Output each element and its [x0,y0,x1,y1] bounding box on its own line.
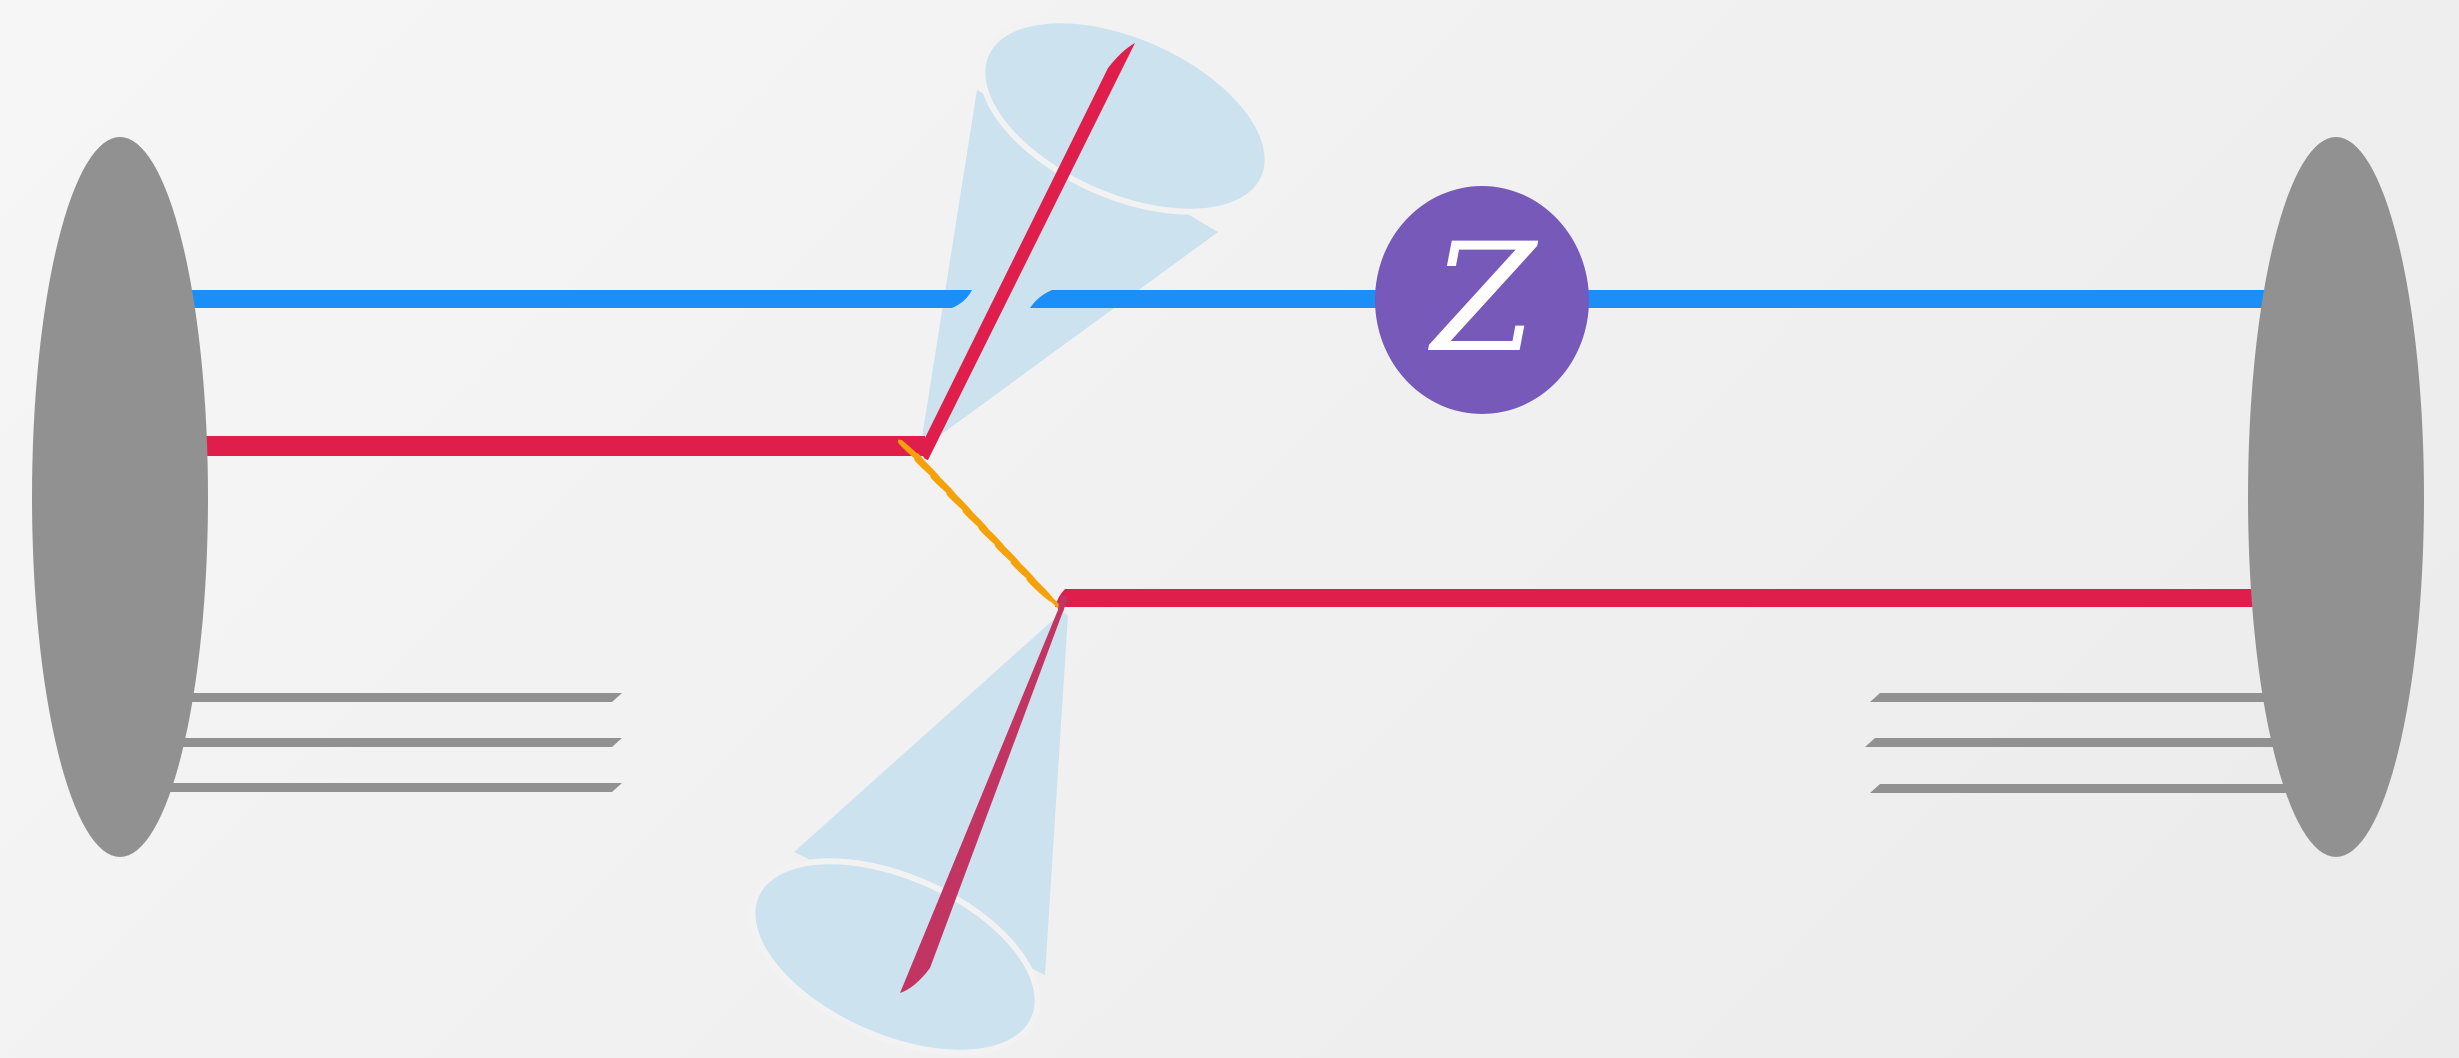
left-spectator-line-2 [150,738,622,747]
upper-jet-quark [922,43,1135,460]
left-spectator-lines [150,693,622,792]
z-boson-circle [1375,186,1589,414]
upper-jet-cone-body [920,90,1218,450]
lower-jet-cone-mouth [749,858,1041,1056]
right-spectator-line-3 [1870,784,2290,793]
jet-quark-lines [900,43,1135,993]
left-spectator-line-3 [150,783,622,792]
upper-jet-cone-mouth [979,17,1271,215]
z-boson: Z [1375,186,1589,414]
gluon [898,439,1064,612]
left-spectator-line-1 [150,693,622,702]
z-boson-label: Z [1428,212,1539,386]
quark-lines [195,436,2265,607]
right-spectator-line-1 [1870,693,2290,702]
right-proton [2248,137,2424,857]
lepton-line [150,290,2270,308]
right-spectator-line-2 [1865,738,2290,747]
lower-jet-cone [749,612,1068,1056]
left-proton [32,137,208,857]
lepton-line-left [150,290,972,308]
gluon-coil [898,439,1064,612]
incoming-quark-right [1055,589,2265,607]
incoming-quark-left [195,436,925,456]
upper-jet-cone [920,17,1271,450]
lepton-line-right [1030,290,2270,308]
right-spectator-lines [1865,693,2290,793]
lower-jet-quark [900,595,1068,993]
